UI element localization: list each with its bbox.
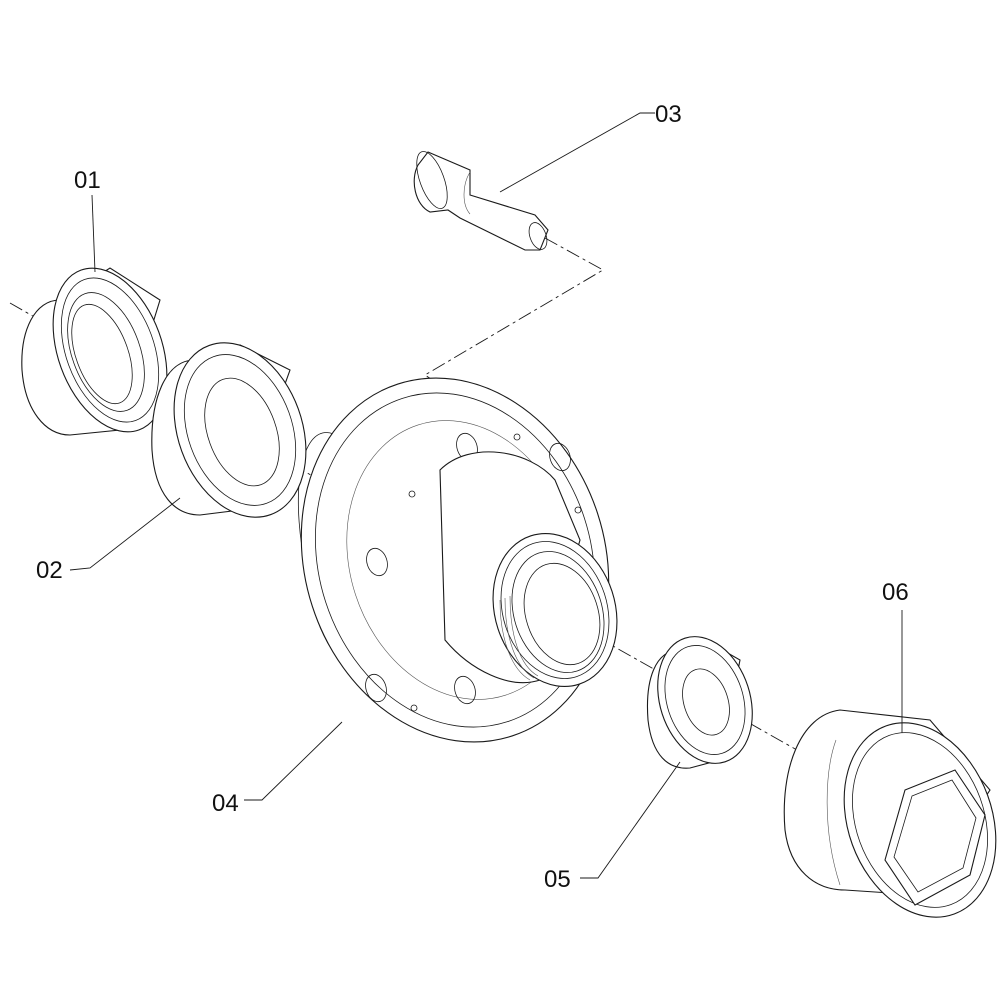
leader-05 (580, 761, 681, 879)
callout-label-04: 04 (212, 790, 239, 817)
wheel-hub-icon (297, 377, 618, 743)
callout-label-03: 03 (655, 101, 682, 128)
callout-leaders (69, 112, 903, 879)
bearing-icon (21, 267, 168, 436)
hub-cap-nut-icon (783, 709, 997, 918)
seal-ring-icon (151, 342, 307, 518)
wheel-stud-icon (413, 151, 549, 251)
callout-label-06: 06 (882, 579, 909, 606)
washer-icon (646, 636, 753, 769)
leader-02 (69, 497, 181, 571)
callout-label-05: 05 (544, 866, 571, 893)
callout-label-01: 01 (74, 167, 101, 194)
leader-04 (244, 721, 343, 801)
leader-03 (499, 112, 655, 193)
callout-label-02: 02 (36, 557, 63, 584)
leader-01 (91, 194, 96, 273)
stud-axis-line (424, 237, 604, 393)
